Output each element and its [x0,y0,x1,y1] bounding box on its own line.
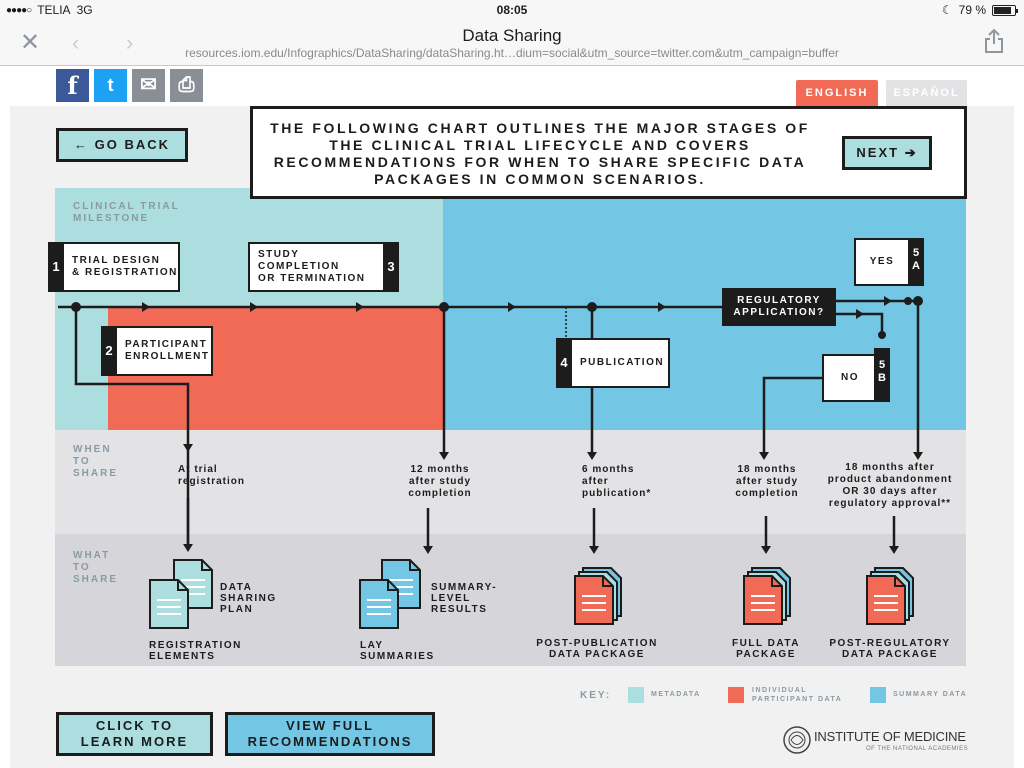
milestone-trial-design[interactable]: TRIAL DESIGN & REGISTRATION [62,242,180,292]
milestone-study-completion[interactable]: STUDY COMPLETION OR TERMINATION [248,242,386,292]
data-sharing-plan: DATA SHARING PLAN [220,582,277,615]
key-metadata-label: METADATA [651,691,701,698]
url-field[interactable]: resources.iom.edu/Infographics/DataShari… [185,46,839,60]
browser-bar: ✕ ‹ › Data Sharing resources.iom.edu/Inf… [0,20,1024,66]
battery-icon [992,4,1018,16]
carrier: TELIA [37,3,71,17]
post-publication-package: POST-PUBLICATION DATA PACKAGE [536,638,658,660]
network-type: 3G [76,3,93,17]
when-trial-registration: At trial registration [178,464,246,487]
when-label: WHEN TO SHARE [73,444,119,479]
milestone-5b-number: 5 B [874,348,890,402]
milestone-publication[interactable]: PUBLICATION [570,338,670,388]
page-title: Data Sharing [462,26,562,45]
iom-seal-icon [783,726,811,754]
facebook-icon[interactable]: f [56,69,89,102]
when-18-months: 18 months after study completion [735,464,799,499]
learn-more-button[interactable]: CLICK TO LEARN MORE [56,712,213,756]
view-recommendations-button[interactable]: VIEW FULL RECOMMENDATIONS [225,712,435,756]
intro-text: THE FOLLOWING CHART OUTLINES THE MAJOR S… [270,120,810,187]
iom-logo-subtitle: OF THE NATIONAL ACADEMIES [866,746,969,752]
milestone-5a-number: 5 A [908,238,924,286]
back-chevron-icon[interactable]: ‹ [72,30,80,55]
post-regulatory-package: POST-REGULATORY DATA PACKAGE [829,638,951,660]
iom-logo-text: INSTITUTE OF MEDICINE [814,729,966,744]
key-title: KEY: [580,690,612,701]
lay-summaries: LAY SUMMARIES [360,640,435,662]
document-icons [149,559,914,629]
status-bar: ●●●●○ TELIA 3G 08:05 ☾ 79 % [0,0,1024,20]
next-arrow-icon: ➔ [904,145,918,160]
outcome-yes[interactable]: YES [854,238,910,286]
milestone-3-number: 3 [383,242,399,292]
summary-level-results: SUMMARY- LEVEL RESULTS [431,582,498,615]
milestone-1-number: 1 [48,242,64,292]
share-icon[interactable] [983,28,1005,54]
next-button[interactable]: NEXT ➔ [842,136,932,170]
forward-chevron-icon[interactable]: › [126,30,134,55]
milestone-4-number: 4 [556,338,572,388]
milestone-enrollment[interactable]: PARTICIPANT ENROLLMENT [115,326,213,376]
back-arrow-icon: ← [73,137,89,152]
regulatory-application[interactable]: REGULATORY APPLICATION? [722,288,836,326]
registration-elements: REGISTRATION ELEMENTS [149,640,242,662]
full-data-package: FULL DATA PACKAGE [732,638,800,660]
milestone-2-number: 2 [101,326,117,376]
english-tab[interactable]: ENGLISH [796,80,878,106]
signal-icon: ●●●●○ [6,4,32,16]
key-ipd-swatch [728,687,744,703]
when-12-months: 12 months after study completion [408,464,472,499]
when-6-months: 6 months after publication* [582,464,652,499]
email-icon[interactable]: ✉ [132,69,165,102]
go-back-button[interactable]: ← GO BACK [56,128,188,162]
milestone-label: CLINICAL TRIAL MILESTONE [73,201,180,224]
battery-percent: 79 % [958,3,986,17]
when-region [55,430,966,534]
key-ipd-label: INDIVIDUAL PARTICIPANT DATA [752,687,843,703]
espanol-tab[interactable]: ESPAÑOL [886,80,967,106]
what-label: WHAT TO SHARE [73,550,119,585]
key-summary-label: SUMMARY DATA [893,691,968,698]
close-icon[interactable]: ✕ [20,29,41,56]
infographic: CLINICAL TRIAL MILESTONE WHEN TO SHARE W… [10,106,1014,768]
print-icon[interactable]: ⎙ [170,69,203,102]
when-regulatory: 18 months after product abandonment OR 3… [827,462,953,509]
moon-icon: ☾ [941,3,953,17]
go-back-label: GO BACK [94,137,170,152]
web-page: f t ✉ ⎙ ENGLISH ESPAÑOL CLINICAL TRIAL M… [0,66,1024,768]
next-label: NEXT [856,145,900,160]
twitter-icon[interactable]: t [94,69,127,102]
key-summary-swatch [870,687,886,703]
clock: 08:05 [496,3,528,17]
key-metadata-swatch [628,687,644,703]
